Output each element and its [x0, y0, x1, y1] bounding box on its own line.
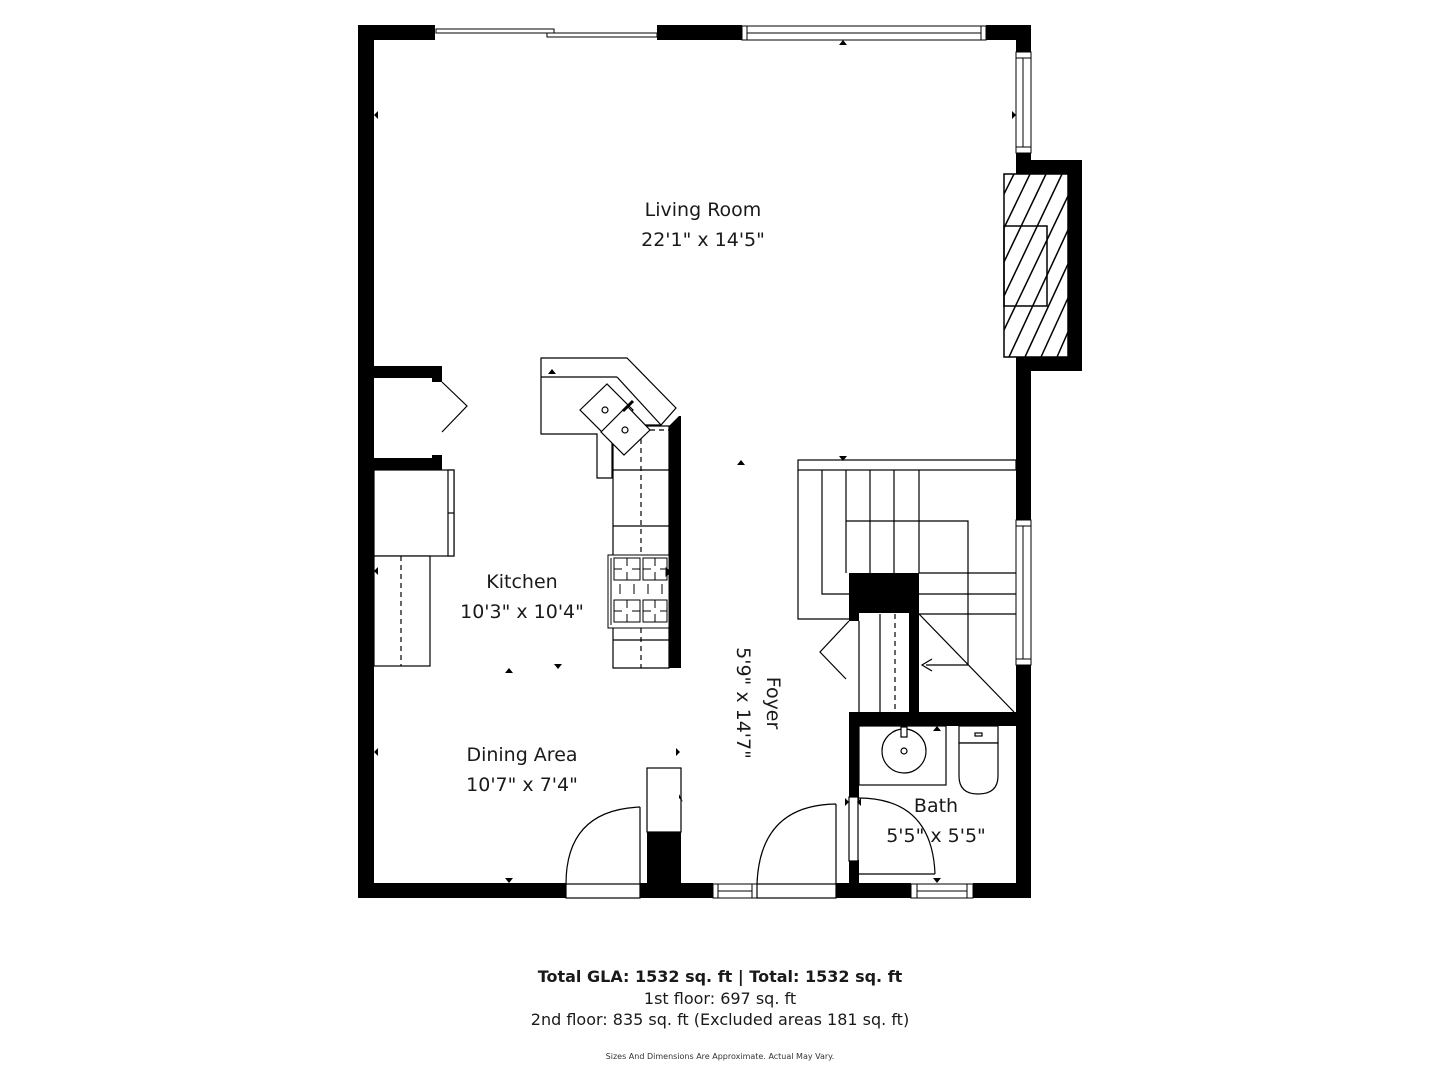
window-icon — [910, 883, 974, 899]
room-name: Foyer — [762, 676, 784, 730]
room-dimensions: 22'1" x 14'5" — [641, 229, 765, 251]
total-area: Total GLA: 1532 sq. ft | Total: 1532 sq.… — [537, 967, 903, 986]
fireplace-icon — [1003, 173, 1069, 358]
floor-plan — [358, 25, 1082, 899]
bath-fixtures — [858, 725, 999, 795]
room-label-foyer: Foyer 5'9" x 14'7" — [728, 603, 788, 803]
window-icon — [741, 25, 987, 41]
room-dimensions: 10'7" x 7'4" — [466, 774, 578, 796]
windows — [435, 25, 1032, 899]
room-dimensions: 10'3" x 10'4" — [460, 601, 584, 623]
room-label-kitchen: Kitchen 10'3" x 10'4" — [422, 567, 622, 627]
second-floor-area: 2nd floor: 835 sq. ft (Excluded areas 18… — [530, 1010, 910, 1029]
door-swing-icon — [565, 767, 936, 899]
sink-icon — [579, 383, 651, 456]
room-name: Living Room — [644, 199, 762, 221]
window-icon — [712, 883, 758, 899]
interior-walls — [374, 366, 1031, 890]
toilet-icon — [958, 725, 999, 795]
room-label-bath: Bath 5'5" x 5'5" — [836, 791, 1036, 851]
dimension-markers — [374, 40, 1021, 883]
sliding-door-icon — [435, 28, 658, 40]
room-label-dining-area: Dining Area 10'7" x 7'4" — [422, 740, 622, 800]
stove-icon — [607, 554, 672, 629]
room-name: Kitchen — [486, 571, 558, 593]
window-icon — [1015, 51, 1032, 154]
first-floor-area: 1st floor: 697 sq. ft — [643, 989, 797, 1008]
room-dimensions: 5'5" x 5'5" — [886, 825, 986, 847]
room-label-living-room: Living Room 22'1" x 14'5" — [603, 195, 803, 255]
area-summary: Total GLA: 1532 sq. ft | Total: 1532 sq.… — [0, 966, 1440, 1061]
stairs-icon — [797, 459, 1017, 716]
room-name: Dining Area — [466, 744, 578, 766]
window-icon — [1015, 519, 1032, 666]
room-dimensions: 5'9" x 14'7" — [732, 647, 754, 759]
room-name: Bath — [913, 795, 959, 817]
disclaimer: Sizes And Dimensions Are Approximate. Ac… — [605, 1052, 835, 1061]
